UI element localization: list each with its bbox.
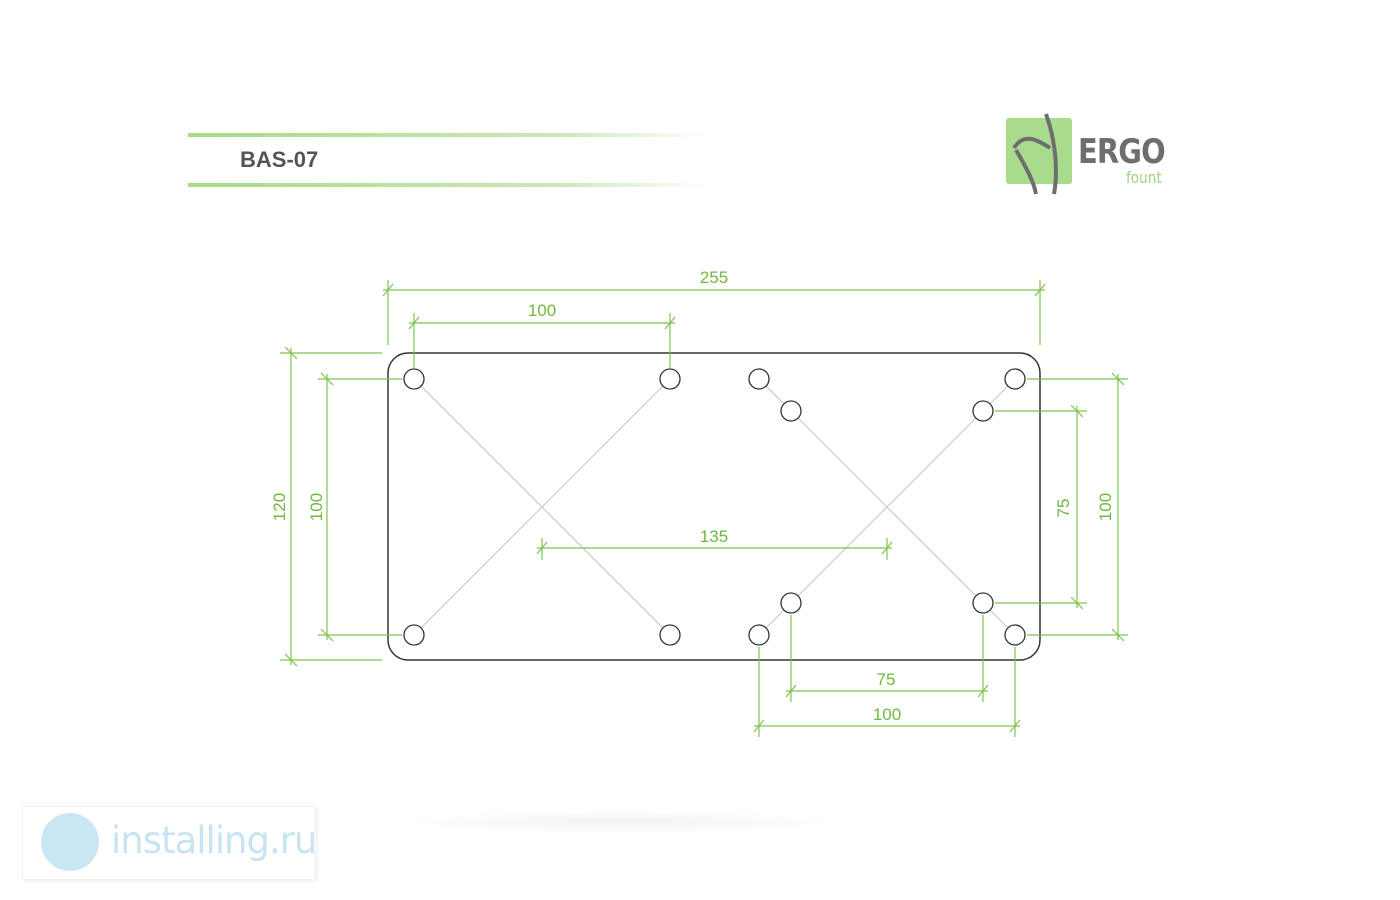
logo-sub: fount bbox=[1126, 168, 1162, 187]
watermark-logo-icon bbox=[41, 813, 99, 871]
page-title: BAS-07 bbox=[240, 147, 319, 172]
dim-right-outer-height: 100 bbox=[1096, 493, 1115, 521]
header-rule-bottom bbox=[188, 183, 708, 187]
logo-brand: ERGO bbox=[1078, 132, 1166, 172]
watermark: installing.ru bbox=[22, 806, 317, 880]
diagonals bbox=[413, 378, 1016, 636]
dim-bottom-outer-width: 100 bbox=[873, 705, 901, 724]
dim-center-spacing: 135 bbox=[700, 527, 728, 546]
dim-right-inner-height: 75 bbox=[1054, 499, 1073, 518]
mounting-holes bbox=[403, 368, 1026, 646]
dim-overall-width: 255 bbox=[700, 268, 728, 287]
plate-outline bbox=[387, 352, 1041, 661]
dim-bottom-inner-width: 75 bbox=[877, 670, 896, 689]
dim-top-hole-spacing: 100 bbox=[528, 301, 556, 320]
dimension-lines bbox=[280, 280, 1128, 737]
header-rule-top bbox=[188, 133, 708, 137]
watermark-text: installing.ru bbox=[111, 819, 317, 862]
ergofount-logo: ERGO fount bbox=[1006, 112, 1176, 197]
dim-left-hole-height: 100 bbox=[307, 493, 326, 521]
dim-overall-height: 120 bbox=[270, 493, 289, 521]
shadow bbox=[400, 810, 840, 834]
logo-figure-icon bbox=[1012, 113, 1058, 195]
